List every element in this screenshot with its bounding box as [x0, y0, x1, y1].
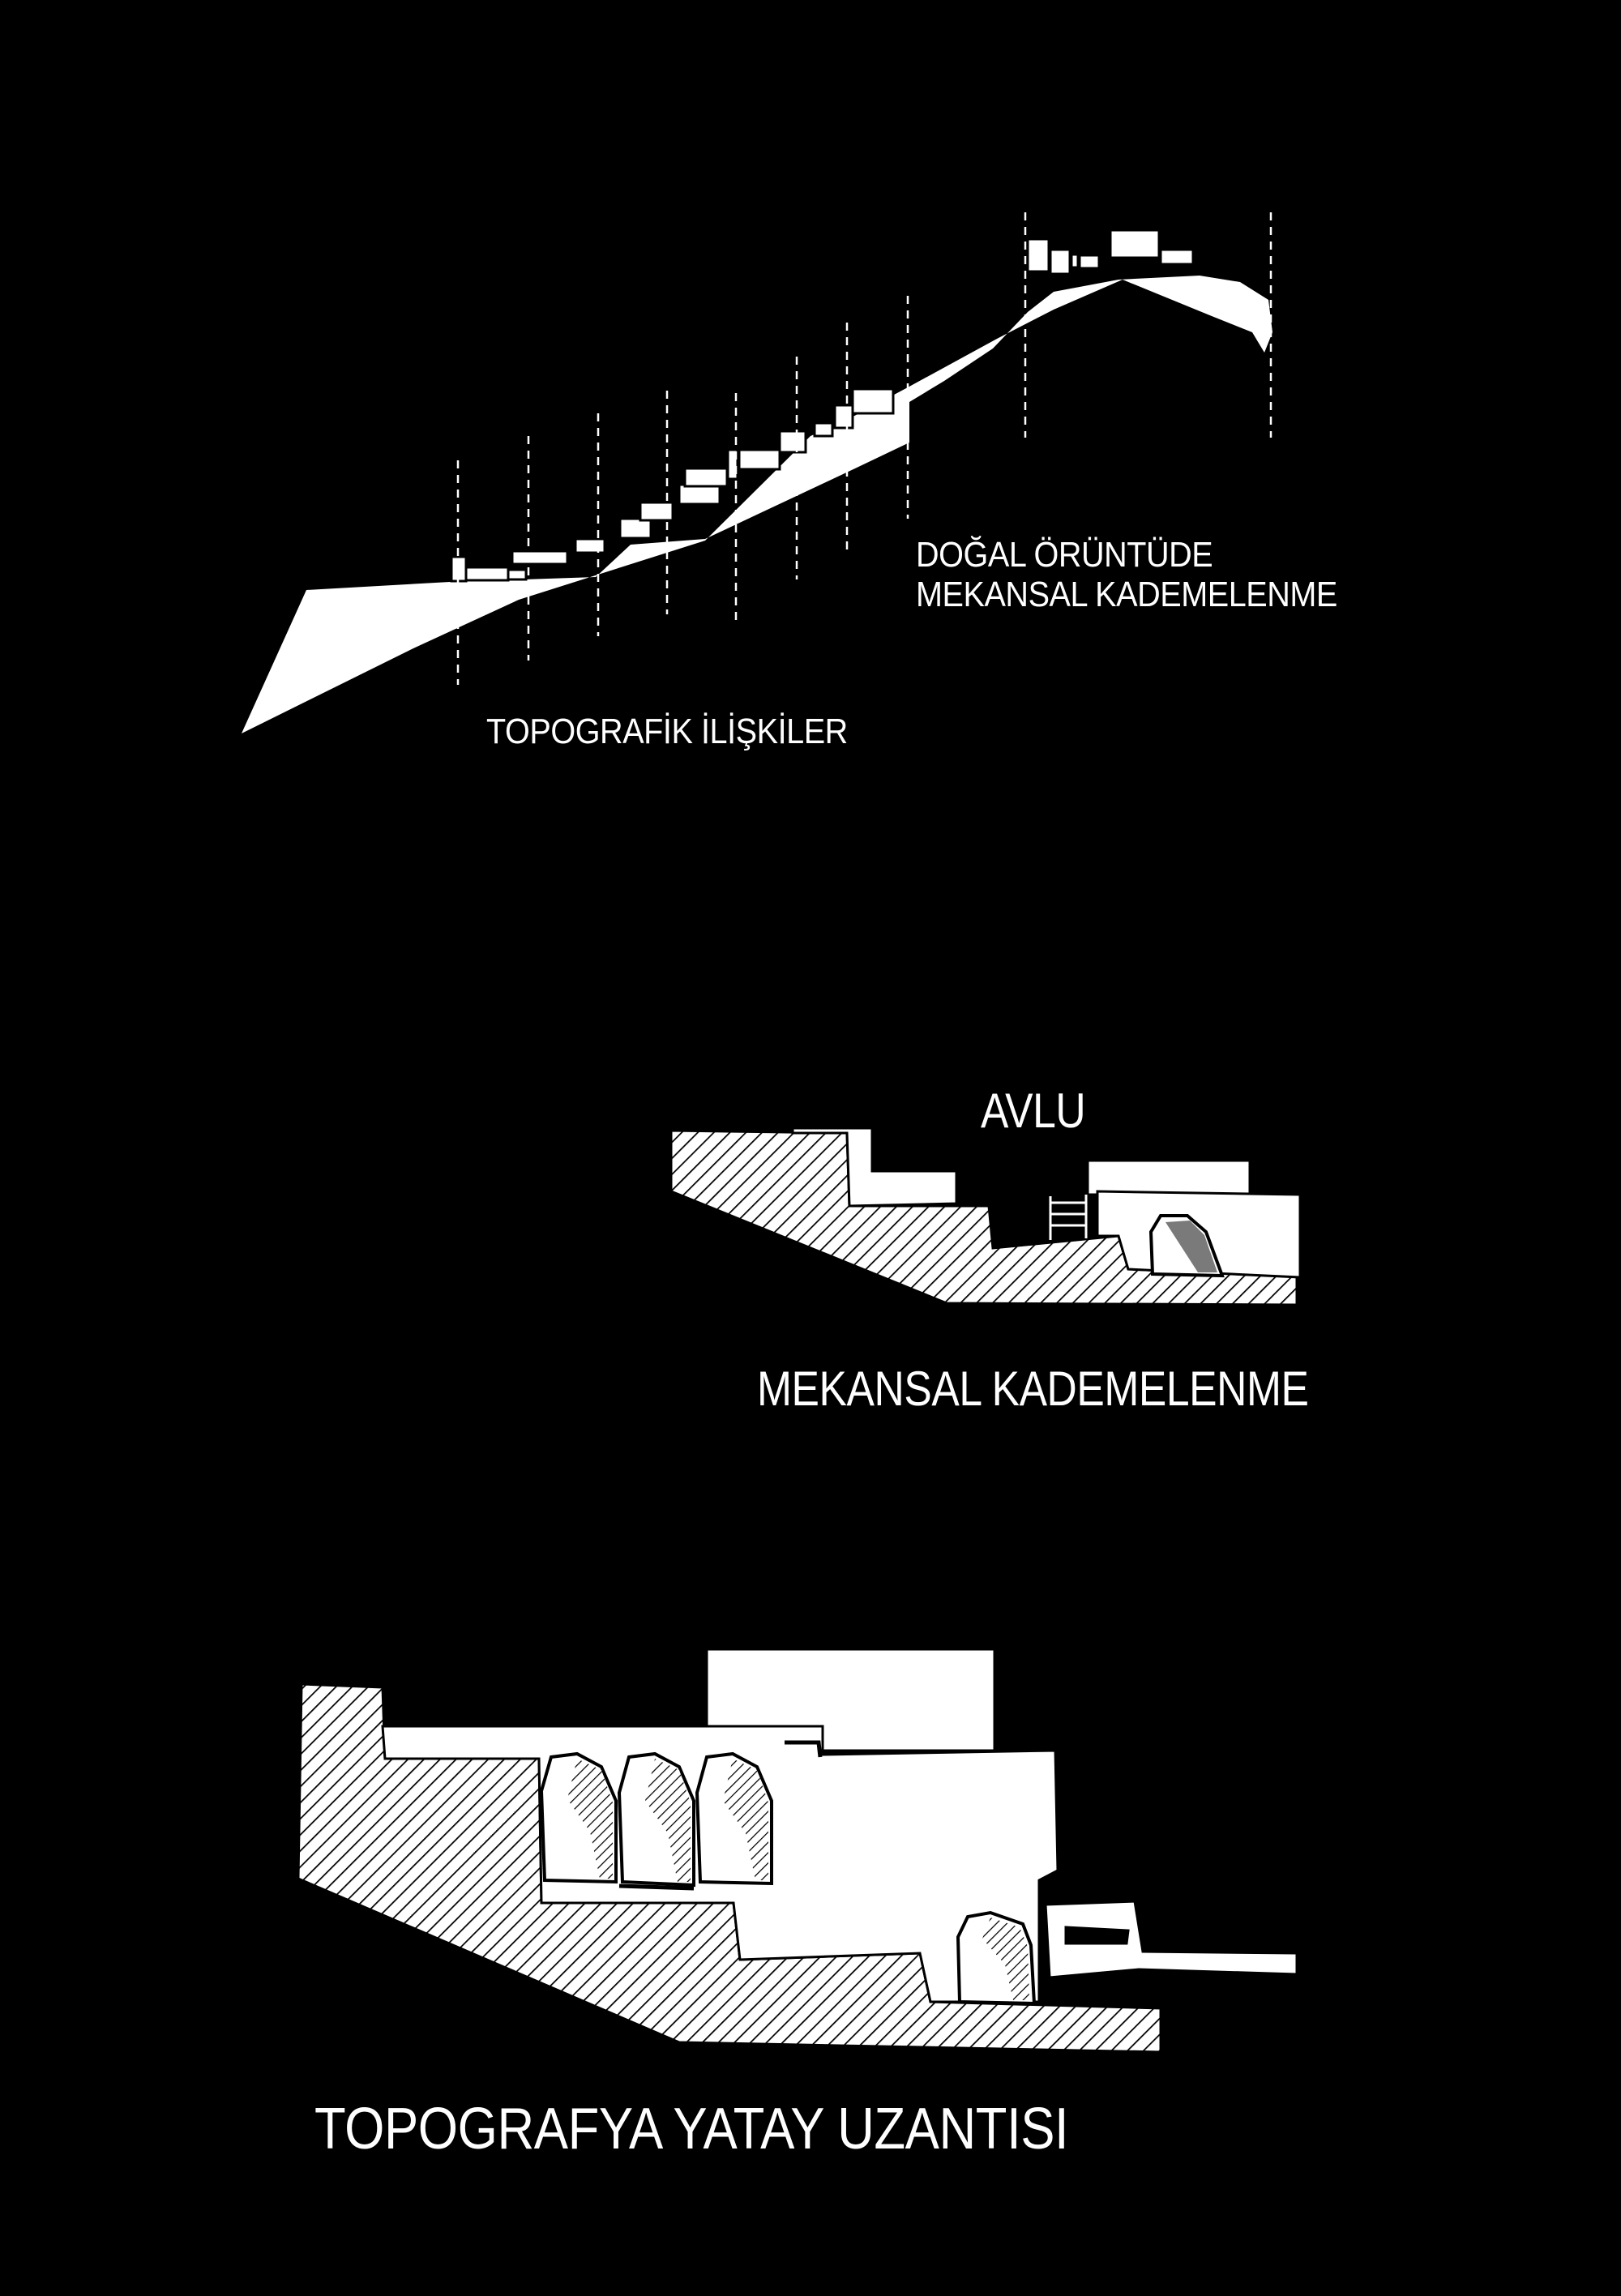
courtyard-section-diagram — [669, 1127, 1302, 1306]
label-topographic-relations: TOPOGRAFİK İLİŞKİLER — [486, 712, 848, 751]
vault-2 — [617, 1751, 695, 1888]
upper-walkway — [785, 1740, 823, 1758]
label-natural-pattern-line-1: DOĞAL ÖRÜNTÜDE — [916, 535, 1213, 575]
vault-3 — [695, 1751, 773, 1886]
vault-4 — [956, 1910, 1037, 2006]
label-natural-pattern: DOĞAL ÖRÜNTÜDE MEKANSAL KADEMELENME — [916, 535, 1337, 615]
stepped-buildings — [450, 229, 1195, 583]
vault-1 — [539, 1751, 618, 1884]
cave-shading — [1165, 1221, 1217, 1272]
label-spatial-gradation: MEKANSAL KADEMELENME — [757, 1362, 1309, 1416]
topographic-section-diagram — [242, 212, 1272, 733]
stair-railing — [1049, 1195, 1088, 1240]
section-dashed-lines — [456, 212, 1272, 685]
label-natural-pattern-line-2: MEKANSAL KADEMELENME — [916, 575, 1337, 615]
label-courtyard: AVLU — [981, 1084, 1086, 1138]
horizontal-extension-diagram — [297, 1648, 1298, 2054]
arched-vaults — [539, 1751, 1037, 2006]
terrain-section — [242, 276, 1272, 733]
label-horizontal-extension: TOPOGRAFYA YATAY UZANTISI — [314, 2097, 1069, 2161]
